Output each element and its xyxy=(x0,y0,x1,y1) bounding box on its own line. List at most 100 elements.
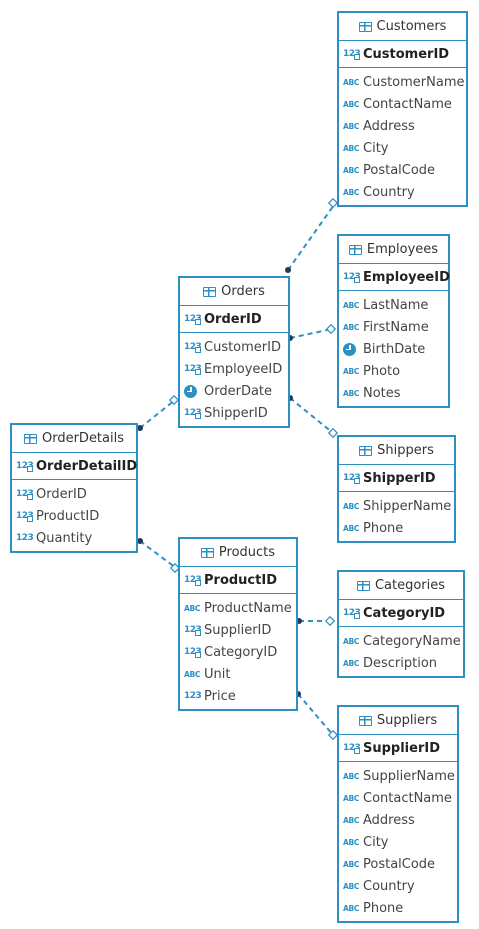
text-type-icon: ABC xyxy=(343,77,360,87)
table-title: Customers xyxy=(376,19,447,34)
table-icon xyxy=(356,580,370,591)
primary-key-column[interactable]: 123 EmployeeID xyxy=(339,264,450,291)
numeric-foreign-key-icon: 123 xyxy=(184,342,202,353)
table-header[interactable]: Shippers xyxy=(339,437,454,465)
rel-orders-employees xyxy=(287,323,337,341)
primary-key-column[interactable]: 123 OrderID xyxy=(180,306,288,333)
rel-orderdetails-products xyxy=(137,538,181,574)
column-row[interactable]: BirthDate xyxy=(339,338,448,360)
column-name: EmployeeID xyxy=(204,361,283,377)
numeric-foreign-key-icon: 123 xyxy=(184,647,202,658)
table-title: Shippers xyxy=(377,443,434,458)
column-name: CategoryName xyxy=(363,633,461,649)
column-row[interactable]: OrderDate xyxy=(180,380,288,402)
column-name: EmployeeID xyxy=(363,269,450,285)
table-icon xyxy=(358,715,372,726)
column-name: ShipperID xyxy=(363,470,436,486)
numeric-key-icon: 123 xyxy=(343,473,361,484)
table-title: Orders xyxy=(221,284,265,299)
numeric-foreign-key-icon: 123 xyxy=(16,511,34,522)
column-name: CustomerID xyxy=(204,339,281,355)
date-type-icon xyxy=(184,384,197,398)
column-name: Phone xyxy=(363,900,404,916)
column-name: ProductID xyxy=(36,508,100,524)
text-type-icon: ABC xyxy=(343,366,360,376)
table-icon xyxy=(348,244,362,255)
table-header[interactable]: Orders xyxy=(180,278,288,306)
primary-key-column[interactable]: 123 SupplierID xyxy=(339,735,457,762)
text-type-icon: ABC xyxy=(343,881,360,891)
rel-orders-shippers xyxy=(287,395,339,439)
primary-key-column[interactable]: 123 ShipperID xyxy=(339,465,454,492)
column-name: ShipperID xyxy=(204,405,268,421)
primary-key-column[interactable]: 123 ProductID xyxy=(180,567,296,594)
primary-key-column[interactable]: 123 CustomerID xyxy=(339,41,466,68)
column-name: Quantity xyxy=(36,530,93,546)
column-name: CustomerID xyxy=(363,46,450,62)
column-name: SupplierID xyxy=(204,622,272,638)
table-header[interactable]: Categories xyxy=(339,572,463,600)
column-name: Unit xyxy=(204,666,231,682)
table-header[interactable]: OrderDetails xyxy=(12,425,136,453)
text-type-icon: ABC xyxy=(343,903,360,913)
column-name: OrderID xyxy=(204,311,262,327)
table-header[interactable]: Suppliers xyxy=(339,707,457,735)
text-type-icon: ABC xyxy=(343,121,360,131)
column-name: Phone xyxy=(363,520,404,536)
table-title: OrderDetails xyxy=(41,431,124,446)
table-header[interactable]: Products xyxy=(180,539,296,567)
column-name: ContactName xyxy=(363,96,452,112)
primary-key-column[interactable]: 123 OrderDetailID xyxy=(12,453,137,480)
rel-orders-customers xyxy=(285,197,339,273)
text-type-icon: ABC xyxy=(343,859,360,869)
numeric-foreign-key-icon: 123 xyxy=(184,625,202,636)
table-header[interactable]: Customers xyxy=(339,13,466,41)
primary-key-column[interactable]: 123 CategoryID xyxy=(339,600,463,627)
table-header[interactable]: Employees xyxy=(339,236,448,264)
column-name: SupplierID xyxy=(363,740,440,756)
column-name: Address xyxy=(363,812,415,828)
column-name: CategoryID xyxy=(363,605,446,621)
column-name: OrderID xyxy=(36,486,87,502)
